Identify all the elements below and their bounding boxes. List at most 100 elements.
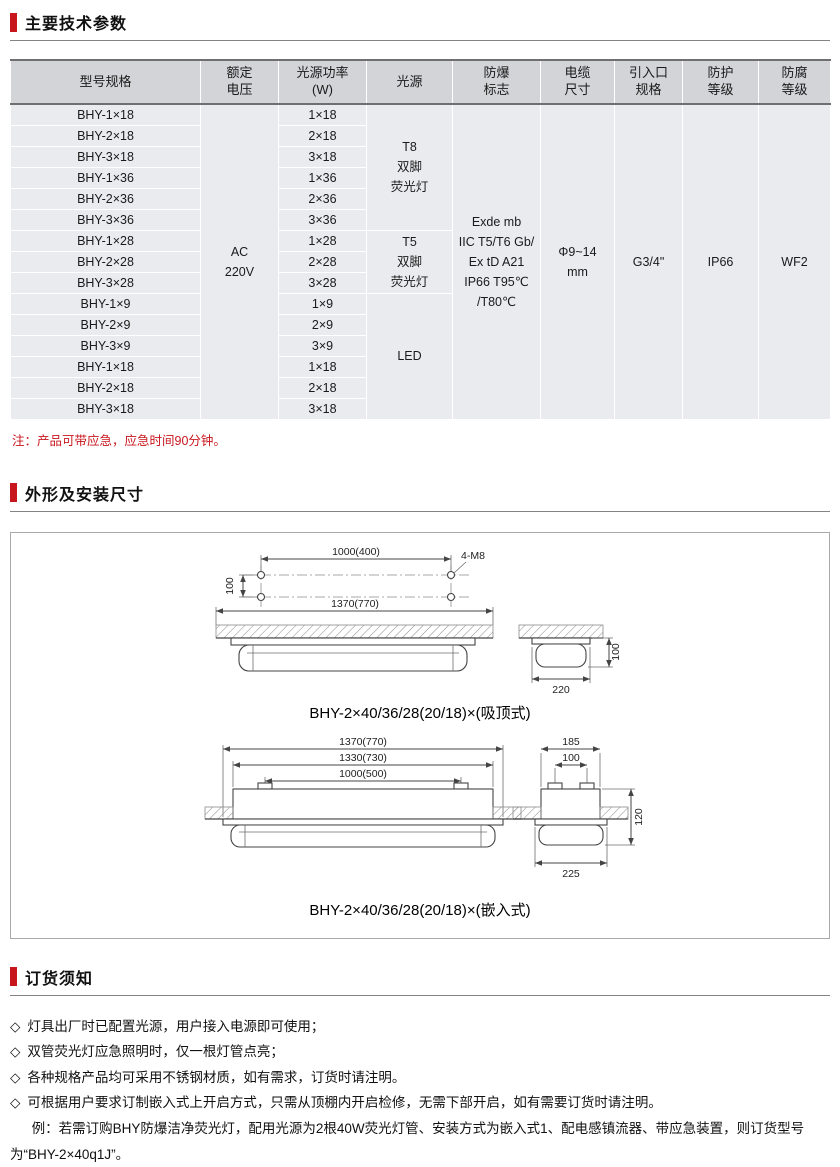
dim-side-width-label: 220 (552, 684, 570, 696)
cell-model: BHY-3×28 (11, 272, 201, 293)
merged-cell-source-t8: T8 双脚 荧光灯 (367, 104, 453, 230)
cell-power: 1×9 (279, 293, 367, 314)
cell-power: 3×18 (279, 398, 367, 419)
section-title: 订货须知 (25, 965, 93, 989)
merged-cell-cable: Φ9~14 mm (541, 104, 615, 419)
merged-cell-ex-mark: Exde mb IIC T5/T6 Gb/ Ex tD A21 IP66 T95… (453, 104, 541, 419)
cell-power: 3×18 (279, 146, 367, 167)
merged-cell-source-led: LED (367, 293, 453, 419)
ordering-note-text: 可根据用户要求订制嵌入式上开启方式，只需从顶棚内开启检修，无需下部开启，如有需要… (27, 1095, 662, 1110)
dim-overall-width-label: 1370(770) (331, 598, 379, 610)
section-technical-parameters: 主要技术参数 型号规格 额定 电压 光源功率 (W) 光源 防爆 标志 电缆 尺… (10, 8, 830, 449)
dim-hole-span-label: 1000(400) (332, 546, 380, 558)
cell-model: BHY-2×36 (11, 188, 201, 209)
col-header-power: 光源功率 (W) (279, 60, 367, 104)
cell-power: 1×28 (279, 230, 367, 251)
section-accent-bar (10, 483, 17, 502)
cell-power: 3×28 (279, 272, 367, 293)
ordering-note-item: ◇ 各种规格产品均可采用不锈钢材质，如有需求，订货时请注明。 (10, 1065, 830, 1091)
col-header-voltage: 额定 电压 (201, 60, 279, 104)
cell-model: BHY-1×28 (11, 230, 201, 251)
table-row: BHY-1×18 AC 220V 1×18 T8 双脚 荧光灯 Exde mb … (11, 104, 831, 125)
cell-model: BHY-3×18 (11, 398, 201, 419)
table-header-row: 型号规格 额定 电压 光源功率 (W) 光源 防爆 标志 电缆 尺寸 引入口 规… (11, 60, 831, 104)
ordering-note-text: 双管荧光灯应急照明时，仅一根灯管点亮； (27, 1044, 284, 1059)
merged-cell-source-t5: T5 双脚 荧光灯 (367, 230, 453, 293)
bolt-spec-label: 4-M8 (461, 550, 485, 562)
ceiling-mount-caption: BHY-2×40/36/28(20/18)×(吸顶式) (11, 702, 829, 723)
cell-model: BHY-2×18 (11, 125, 201, 146)
diamond-bullet-icon: ◇ (10, 1095, 20, 1110)
diamond-bullet-icon: ◇ (10, 1019, 20, 1034)
dimension-drawings-box: 1000(400) 100 4-M8 1370(770) (10, 532, 830, 939)
ordering-note-text: 灯具出厂时已配置光源，用户接入电源即可使用； (27, 1019, 324, 1034)
side-view: 185 100 225 (513, 737, 645, 880)
dim-recess-width-label: 1330(730) (339, 752, 387, 764)
cell-model: BHY-1×36 (11, 167, 201, 188)
dim-side-bottom-label: 225 (562, 868, 580, 880)
section-title: 主要技术参数 (25, 10, 127, 34)
merged-cell-protection: IP66 (683, 104, 759, 419)
dim-side-inner-label: 100 (562, 752, 580, 764)
ceiling-hatch (216, 625, 493, 638)
ordering-example: 例：若需订购BHY防爆洁净荧光灯，配用光源为2根40W荧光灯管、安装方式为嵌入式… (10, 1116, 830, 1167)
dim-side-height-label: 100 (610, 643, 622, 661)
col-header-inlet: 引入口 规格 (615, 60, 683, 104)
cell-power: 3×36 (279, 209, 367, 230)
ordering-notes: ◇ 灯具出厂时已配置光源，用户接入电源即可使用； ◇ 双管荧光灯应急照明时，仅一根灯… (10, 1014, 830, 1167)
col-header-corrosion: 防腐 等级 (759, 60, 831, 104)
front-view: 1370(770) (216, 598, 493, 671)
dim-side-height-label: 120 (633, 808, 645, 826)
cell-power: 1×18 (279, 356, 367, 377)
recessed-mount-drawing: 1370(770) 1330(730) 1000(500) (11, 737, 831, 897)
dim-hole-pitch-label: 100 (224, 577, 236, 595)
cell-model: BHY-3×36 (11, 209, 201, 230)
section-divider (10, 40, 830, 41)
ordering-note-text: 各种规格产品均可采用不锈钢材质，如有需求，订货时请注明。 (27, 1070, 405, 1085)
cell-model: BHY-1×9 (11, 293, 201, 314)
cell-model: BHY-3×18 (11, 146, 201, 167)
cell-power: 2×9 (279, 314, 367, 335)
section-accent-bar (10, 13, 17, 32)
cell-model: BHY-2×9 (11, 314, 201, 335)
cell-power: 2×18 (279, 377, 367, 398)
ordering-note-item: ◇ 灯具出厂时已配置光源，用户接入电源即可使用； (10, 1014, 830, 1040)
dim-overall-width-label: 1370(770) (339, 737, 387, 748)
section-divider (10, 511, 830, 512)
cell-power: 2×28 (279, 251, 367, 272)
side-view: 220 100 (519, 625, 622, 696)
section-title: 外形及安装尺寸 (25, 481, 144, 505)
recessed-mount-caption: BHY-2×40/36/28(20/18)×(嵌入式) (11, 899, 829, 920)
cell-model: BHY-2×18 (11, 377, 201, 398)
section-header: 外形及安装尺寸 (10, 479, 830, 511)
ceiling-hatch (513, 807, 541, 819)
merged-cell-inlet: G3/4" (615, 104, 683, 419)
section-accent-bar (10, 967, 17, 986)
ceiling-hatch (519, 625, 603, 638)
ceiling-mount-drawing: 1000(400) 100 4-M8 1370(770) (11, 545, 831, 700)
cell-model: BHY-1×18 (11, 356, 201, 377)
col-header-ex-mark: 防爆 标志 (453, 60, 541, 104)
section-header: 主要技术参数 (10, 8, 830, 40)
cell-power: 2×18 (279, 125, 367, 146)
col-header-source: 光源 (367, 60, 453, 104)
cell-power: 2×36 (279, 188, 367, 209)
cell-model: BHY-3×9 (11, 335, 201, 356)
section-divider (10, 995, 830, 996)
dim-side-top-label: 185 (562, 737, 580, 748)
section-header: 订货须知 (10, 963, 830, 995)
section-dimensions: 外形及安装尺寸 (10, 479, 830, 939)
dim-bracket-span-label: 1000(500) (339, 768, 387, 780)
cell-model: BHY-1×18 (11, 104, 201, 125)
technical-parameters-table: 型号规格 额定 电压 光源功率 (W) 光源 防爆 标志 电缆 尺寸 引入口 规… (10, 59, 831, 420)
diamond-bullet-icon: ◇ (10, 1044, 20, 1059)
merged-cell-voltage: AC 220V (201, 104, 279, 419)
cell-power: 1×36 (279, 167, 367, 188)
cell-model: BHY-2×28 (11, 251, 201, 272)
col-header-cable: 电缆 尺寸 (541, 60, 615, 104)
section-ordering: 订货须知 ◇ 灯具出厂时已配置光源，用户接入电源即可使用； ◇ 双管荧光灯应急照明时… (10, 963, 830, 1167)
ceiling-hatch (205, 807, 233, 819)
diamond-bullet-icon: ◇ (10, 1070, 20, 1085)
cell-power: 3×9 (279, 335, 367, 356)
